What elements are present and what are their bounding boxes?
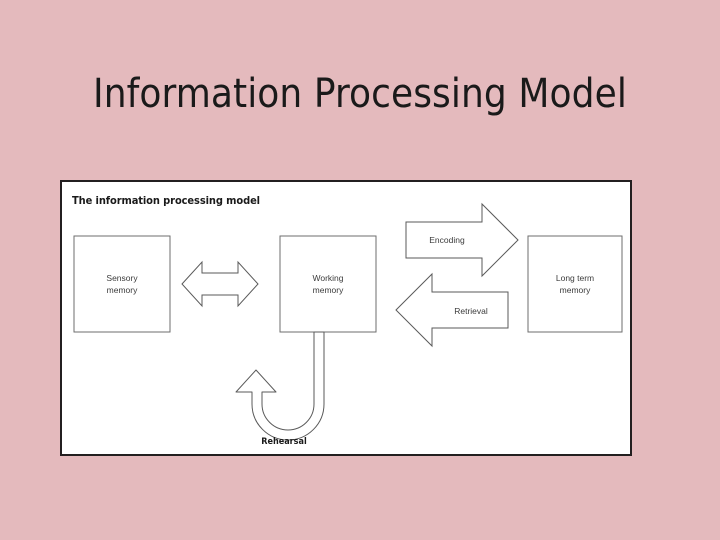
sensory-memory-label-line2: memory xyxy=(107,285,138,295)
retrieval-arrow-label: Retrieval xyxy=(454,306,488,316)
encoding-arrow xyxy=(405,202,519,278)
long-term-memory-label-line2: memory xyxy=(560,285,591,295)
diagram-heading: The information processing model xyxy=(72,194,260,207)
rehearsal-loop-label: Rehearsal xyxy=(261,437,307,447)
information-processing-diagram: The information processing model Sensory… xyxy=(60,180,632,456)
sensory-memory-box xyxy=(73,235,171,333)
working-memory-label-line2: memory xyxy=(313,285,344,295)
page-title: Information Processing Model xyxy=(93,71,627,117)
sensory-memory-label-line1: Sensory xyxy=(106,273,138,283)
rehearsal-loop-arrow xyxy=(235,331,325,441)
sensory-working-bidirectional-arrow xyxy=(181,260,259,308)
working-memory-label-line1: Working xyxy=(312,273,343,283)
long-term-memory-label-line1: Long term xyxy=(556,273,594,283)
diagram-svg: The information processing model Sensory… xyxy=(72,194,623,447)
working-memory-box xyxy=(279,235,377,333)
encoding-arrow-label: Encoding xyxy=(429,235,465,245)
long-term-memory-box xyxy=(527,235,623,333)
retrieval-arrow xyxy=(395,272,509,348)
